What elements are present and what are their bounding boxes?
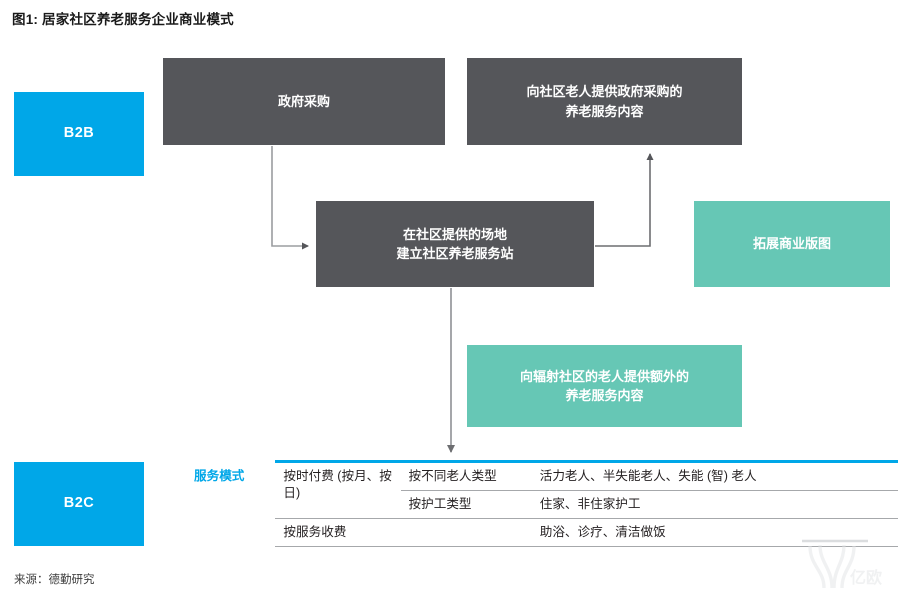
table-row-label: 服务模式 [194,469,245,483]
table-cell-detail: 活力老人、半失能老人、失能 (智) 老人 [531,460,898,491]
table-cell-fee: 按服务收费 [275,518,401,547]
watermark-logo: 亿欧 [802,539,882,589]
table-cell-type [400,518,532,547]
node-government-purchase-label: 政府采购 [277,93,330,109]
table-row: 按服务收费 助浴、诊疗、清洁做饭 [186,518,898,547]
table-cell-type: 按不同老人类型 [400,460,532,491]
node-extra-service-label: 向辐射社区的老人提供额外的 养老服务内容 [519,368,689,404]
segment-b2b: B2B [14,92,144,176]
node-extra-service: 向辐射社区的老人提供额外的 养老服务内容 [467,345,742,427]
segment-b2c: B2C [14,462,144,546]
table-row: 服务模式 按时付费 (按月、按日) 按不同老人类型 活力老人、半失能老人、失能 … [186,460,898,519]
node-government-purchased-service-label: 向社区老人提供政府采购的 养老服务内容 [526,84,683,119]
node-expand-business-label: 拓展商业版图 [752,236,831,252]
page-title: 图1: 居家社区养老服务企业商业模式 [12,12,234,27]
node-expand-business: 拓展商业版图 [694,201,890,287]
watermark-text: 亿欧 [850,568,882,587]
node-government-purchase: 政府采购 [163,58,445,145]
node-community-service-station-label: 在社区提供的场地 建立社区养老服务站 [396,226,514,262]
table-cell-detail: 住家、非住家护工 [531,490,898,519]
table-row: 按护工类型 住家、非住家护工 [186,490,898,519]
node-government-purchased-service: 向社区老人提供政府采购的 养老服务内容 [467,58,742,145]
table-cell-fee: 按时付费 (按月、按日) [275,460,401,519]
table-cell-type: 按护工类型 [400,490,532,519]
node-community-service-station: 在社区提供的场地 建立社区养老服务站 [316,201,594,287]
service-mode-table: 服务模式 按时付费 (按月、按日) 按不同老人类型 活力老人、半失能老人、失能 … [186,460,898,547]
source-note: 来源：德勤研究 [14,574,95,586]
